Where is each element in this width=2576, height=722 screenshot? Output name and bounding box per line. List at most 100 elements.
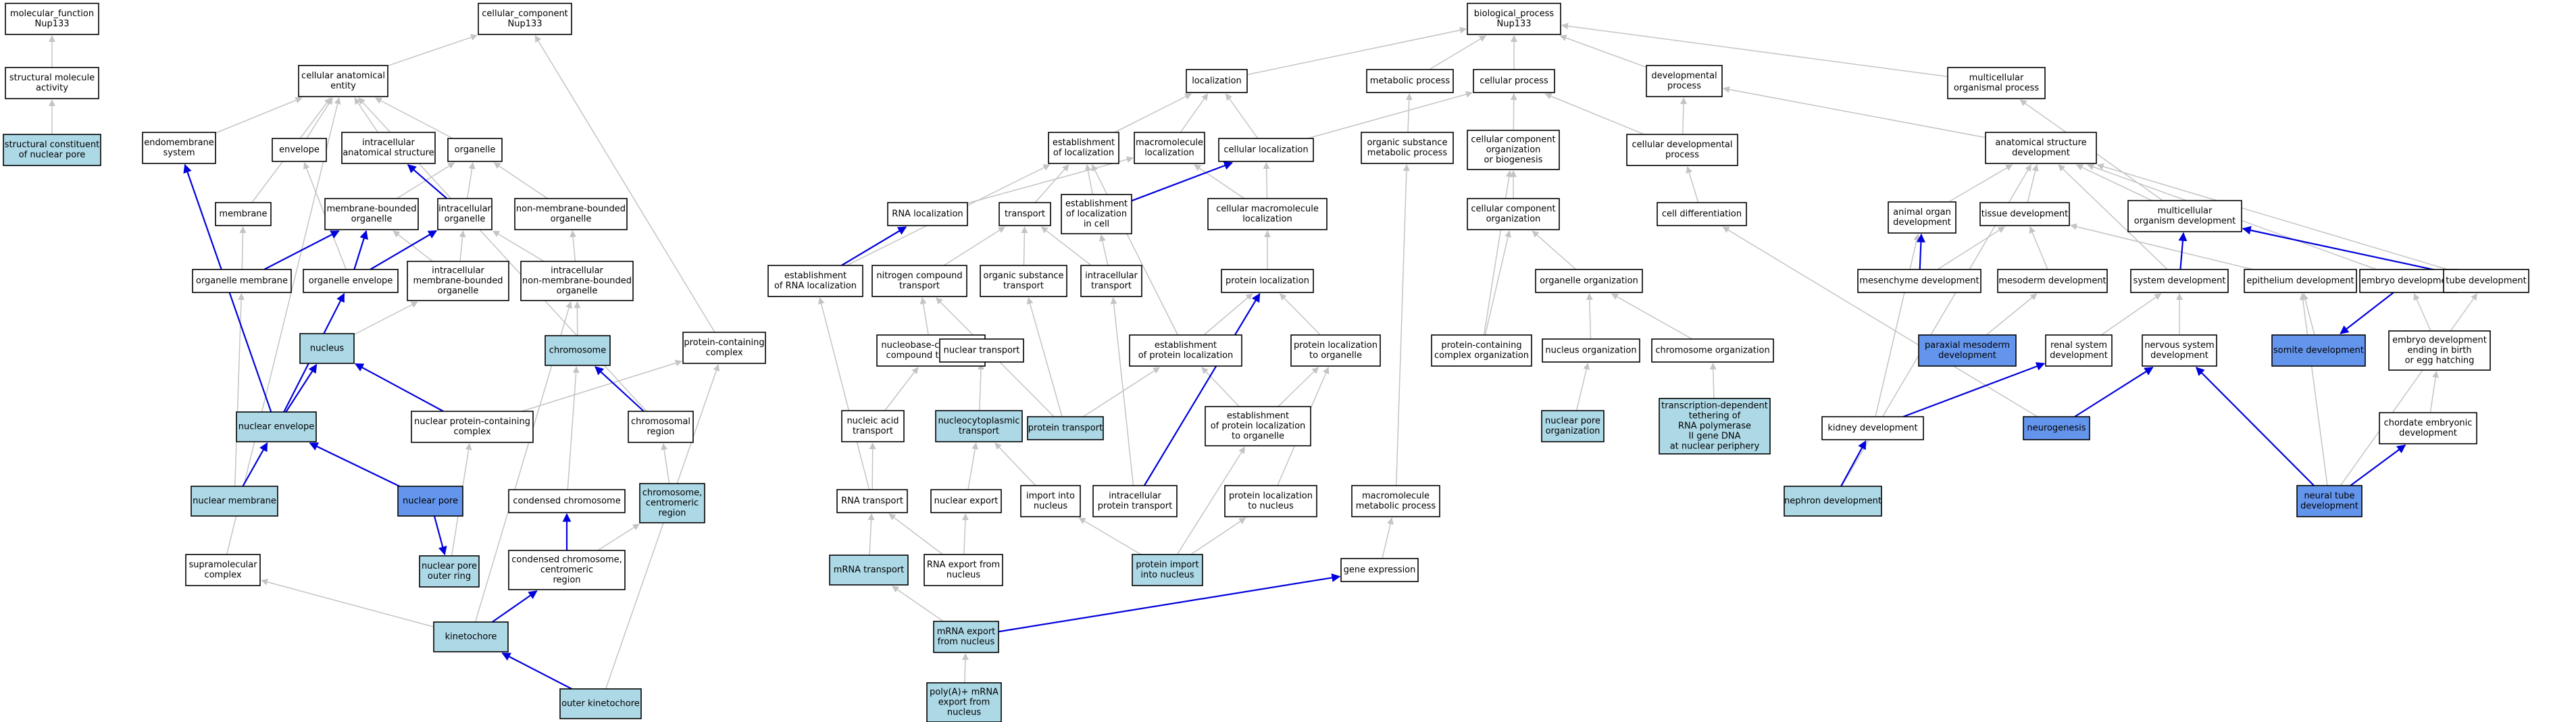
- edge-nucleicacid-to-nbct: [884, 367, 919, 411]
- node-box: [1535, 269, 1643, 293]
- node-label-line: development: [2012, 148, 2070, 158]
- node-om: organelle membrane: [192, 269, 292, 293]
- edge-cml-to-macroloc: [1194, 164, 1245, 199]
- node-label-line: tethering of: [1689, 411, 1741, 421]
- node-label-line: region: [658, 509, 686, 519]
- node-label-line: establishment: [1065, 199, 1128, 209]
- node-label-line: chromosome: [549, 346, 606, 356]
- highlighted-edge-npore-to-nenv: [309, 442, 400, 487]
- edge-tissuedev-to-asd: [2027, 164, 2039, 203]
- node-label-line: chromosomal: [631, 417, 690, 427]
- node-label-line: renal system: [2050, 340, 2107, 351]
- node-label-line: envelope: [279, 145, 320, 155]
- node-label-line: or biogenesis: [1484, 155, 1543, 165]
- highlighted-edge-mesench-to-aod: [1916, 233, 1925, 270]
- node-box: [980, 265, 1067, 297]
- edge-estloc-to-local: [1114, 93, 1192, 133]
- node-nenv: nuclear envelope: [236, 411, 317, 442]
- node-box: [437, 198, 493, 230]
- edge-neurogen-to-celldiff: [1722, 226, 2038, 417]
- node-label-line: transport: [1091, 281, 1132, 291]
- node-label-line: cellular process: [1480, 76, 1548, 86]
- highlighted-edge-oe-to-io: [370, 230, 438, 270]
- node-box: [1224, 485, 1317, 517]
- node-label-line: centromeric: [540, 565, 593, 575]
- node-box: [1888, 201, 1956, 234]
- node-label-line: protein-containing: [684, 338, 764, 348]
- node-embryo: embryo development: [2359, 269, 2458, 293]
- node-label-line: to organelle: [1309, 351, 1362, 361]
- node-label-line: cell differentiation: [1662, 209, 1742, 220]
- node-kidney: kidney development: [1821, 416, 1924, 440]
- node-box: [303, 269, 399, 293]
- node-label-line: organelle: [551, 214, 592, 224]
- node-label-line: transport: [959, 426, 999, 436]
- node-label-line: protein localization: [1294, 340, 1378, 351]
- node-box: [2127, 200, 2242, 232]
- node-tube: tube development: [2443, 269, 2529, 293]
- node-label-line: nucleus: [947, 708, 981, 718]
- node-box: [1186, 69, 1248, 93]
- node-npore: nuclear pore: [397, 486, 463, 517]
- highlighted-edge-om-to-mbo: [263, 230, 340, 270]
- node-label-line: organization: [1546, 426, 1600, 436]
- node-box: [5, 67, 99, 99]
- node-envelope: envelope: [272, 138, 327, 162]
- node-box: [1205, 406, 1311, 446]
- node-box: [1657, 202, 1747, 226]
- edge-somite-to-epith: [2302, 293, 2315, 336]
- node-condchr: condensed chromosome: [508, 489, 626, 513]
- node-label-line: tube development: [2446, 276, 2526, 286]
- node-label-line: nuclear pore: [403, 496, 458, 507]
- node-label-line: transport: [853, 426, 893, 436]
- node-label-line: cellular developmental: [1632, 140, 1733, 150]
- node-box: [1129, 334, 1242, 367]
- node-label-line: chromosome,: [642, 488, 703, 498]
- edge-ict-to-estlocc: [1098, 234, 1109, 266]
- edge-celldiff-to-celldev: [1686, 166, 1699, 203]
- node-label-line: export from: [938, 698, 990, 708]
- node-label-line: macromolecule: [1362, 491, 1430, 501]
- node-box: [433, 621, 509, 652]
- node-label-line: protein localization: [1229, 491, 1313, 501]
- node-box: [236, 411, 317, 442]
- highlighted-edge-ntube-to-nervous: [2195, 367, 2315, 486]
- node-label-line: of protein localization: [1138, 351, 1234, 361]
- node-label-line: non-membrane-bounded: [522, 276, 632, 286]
- edge-ntube-to-tube: [2340, 293, 2478, 486]
- node-box: [272, 138, 327, 162]
- edge-pcc-to-cc_root: [534, 35, 715, 333]
- highlighted-edge-neurogen-to-nervous: [2074, 367, 2154, 417]
- node-label-line: biological_process: [1474, 9, 1555, 19]
- node-label-line: nuclear pore: [1545, 416, 1600, 426]
- node-label-line: of localization: [1066, 209, 1127, 220]
- edge-transport-to-estloc: [1034, 164, 1069, 203]
- edge-imbo-to-io: [459, 230, 466, 262]
- node-box: [1784, 486, 1882, 517]
- node-label-line: protein transport: [1028, 423, 1103, 434]
- node-label-line: embryo development: [2392, 336, 2487, 346]
- node-box: [1366, 69, 1454, 93]
- node-label-line: of localization: [1053, 148, 1114, 158]
- node-label-line: organelle organization: [1540, 276, 1638, 286]
- node-box: [836, 489, 908, 513]
